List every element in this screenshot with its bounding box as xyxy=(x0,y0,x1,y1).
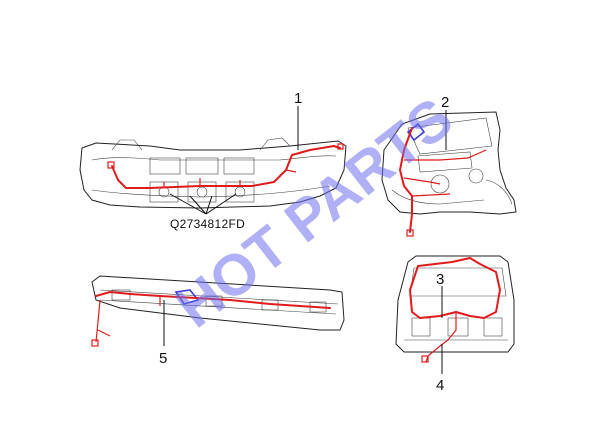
rear-bumper-connector xyxy=(174,289,200,305)
tailgate-group: 3 4 xyxy=(395,255,515,394)
tailgate-outline xyxy=(395,255,515,353)
rear-bumper-harness xyxy=(95,291,331,309)
rear-quarter-harness xyxy=(399,127,413,233)
callout-2: 2 xyxy=(441,94,449,111)
callout-4: 4 xyxy=(436,377,444,394)
rear-quarter-group: 2 xyxy=(381,94,517,237)
rear-quarter-outline xyxy=(381,111,517,215)
front-bumper-outline xyxy=(79,140,347,209)
rear-bumper-group: 5 xyxy=(91,275,345,367)
rear-quarter-connector xyxy=(406,122,426,142)
tailgate-harness xyxy=(409,257,501,319)
front-bumper-harness xyxy=(111,145,341,189)
part-code-label: Q2734812FD xyxy=(170,217,245,231)
front-bumper-group: 1 Q2734812FD xyxy=(79,90,347,231)
callout-1: 1 xyxy=(294,90,302,107)
rear-bumper-outline xyxy=(91,275,345,331)
callout-5: 5 xyxy=(159,350,167,367)
callout-3: 3 xyxy=(436,271,444,288)
